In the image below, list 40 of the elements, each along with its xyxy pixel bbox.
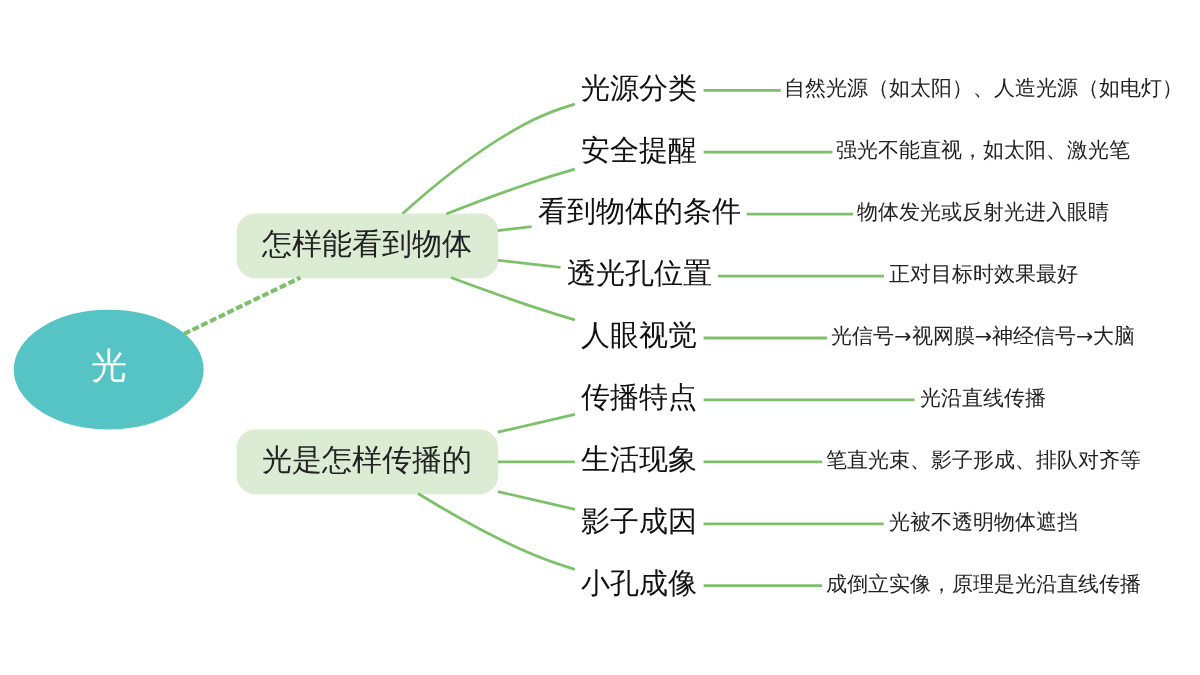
node-text: 成倒立实像，原理是光沿直线传播 [825,571,1141,596]
connector [183,275,302,336]
connector [497,258,561,269]
node-text: 安全提醒 [581,132,698,166]
node-text: 透光孔位置 [566,255,712,290]
node-text: 传播特点 [581,379,698,414]
connector [445,167,576,215]
node-text: 影子成因 [581,503,698,538]
node-text: 光沿直线传播 [920,385,1047,410]
connector [450,275,576,321]
node-text: 光信号→视网膜→神经信号→大脑 [831,323,1136,348]
connector [417,491,576,571]
node-text: 正对目标时效果最好 [888,261,1078,286]
connector [401,102,576,215]
connector [497,412,576,433]
connector [497,489,576,511]
node-text: 光源分类 [581,70,698,105]
node-text: 人眼视觉 [581,317,698,352]
node-text: 自然光源（如太阳）、人造光源（如电灯） [783,75,1183,100]
node-box: 光是怎样传播的 [236,429,499,494]
node-ellipse: 光 [13,309,204,429]
connector [703,398,915,401]
node-text: 光被不透明物体遮挡 [888,509,1078,534]
connector [497,460,575,463]
node-text: 笔直光束、影子形成、排队对齐等 [825,447,1141,472]
connector [703,460,822,463]
node-text: 看到物体的条件 [537,193,741,228]
node-text: 物体发光或反射光进入眼睛 [857,199,1110,224]
connector [703,521,884,525]
connector [718,274,884,277]
connector [703,150,833,154]
connector [497,224,532,232]
connector [746,212,854,215]
connector [703,583,822,587]
node-box: 怎样能看到物体 [236,212,499,278]
node-text: 生活现象 [581,441,698,476]
connector [703,336,828,339]
node-text: 强光不能直视，如太阳、激光笔 [836,137,1131,162]
connector [703,88,781,92]
node-text: 小孔成像 [581,565,698,600]
